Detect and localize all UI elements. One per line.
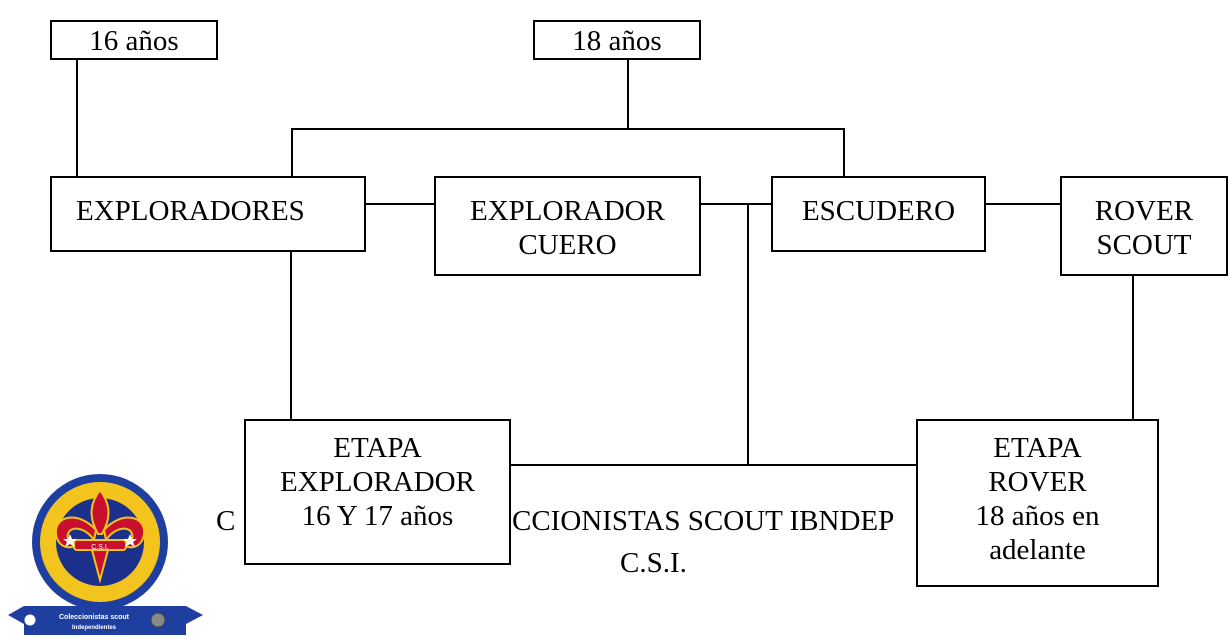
unit-box-exploradores: EXPLORADORES — [50, 176, 366, 252]
connector-18-to-escudero — [843, 128, 845, 177]
stage-rover-name: ROVER — [988, 466, 1087, 498]
stage-rover-ages: 18 años en — [975, 500, 1100, 532]
stage-explorador-ages: 16 Y 17 años — [301, 500, 454, 532]
unit-box-escudero: ESCUDERO — [771, 176, 986, 252]
organization-caption-line2: C.S.I. — [620, 546, 687, 580]
stage-explorador-title: ETAPA — [333, 432, 422, 464]
age-label-18: 18 años — [572, 25, 662, 57]
caption-fragment-left: C — [216, 505, 236, 537]
age-label-16: 16 años — [89, 25, 179, 57]
unit-box-rover-scout: ROVER SCOUT — [1060, 176, 1228, 276]
connector-cuero-escudero — [700, 203, 772, 205]
unit-label-scout: SCOUT — [1096, 229, 1192, 261]
age-box-16: 16 años — [50, 20, 218, 60]
organization-caption-middle: CCIONISTAS SCOUT IBNDEP — [512, 504, 894, 538]
connector-center-vertical — [747, 203, 749, 466]
csi-logo: C.S.I. Coleccionistas scout Independient… — [8, 474, 203, 635]
logo-ribbon — [8, 606, 203, 635]
unit-label-explorador: EXPLORADOR — [470, 195, 665, 227]
connector-16-to-exploradores — [76, 60, 78, 177]
stage-box-rover: ETAPA ROVER 18 años en adelante — [916, 419, 1159, 587]
star-icon — [63, 534, 137, 547]
unit-label-cuero: CUERO — [518, 229, 617, 261]
age-box-18: 18 años — [533, 20, 701, 60]
connector-18-horizontal — [291, 128, 845, 130]
connector-18-vertical — [627, 60, 629, 129]
connector-exploradores-cuero — [365, 203, 435, 205]
organization-caption-line1: C — [216, 504, 235, 538]
unit-label-exploradores: EXPLORADORES — [76, 195, 305, 227]
ribbon-seal-icon — [150, 612, 166, 628]
connector-18-to-exploradores — [291, 128, 293, 177]
unit-label-rover: ROVER — [1094, 195, 1194, 227]
connector-stages-horizontal — [510, 464, 918, 466]
ribbon-text-line1: Coleccionistas scout — [59, 614, 130, 621]
unit-label-escudero: ESCUDERO — [801, 195, 956, 227]
ribbon-scout-badge-icon — [23, 613, 37, 627]
stage-explorador-name: EXPLORADOR — [280, 466, 475, 498]
unit-box-explorador-cuero: EXPLORADOR CUERO — [434, 176, 701, 276]
caption-abbreviation: C.S.I. — [620, 547, 687, 579]
logo-emblem-text: C.S.I. — [91, 544, 109, 551]
connector-rover-to-etapa — [1132, 275, 1134, 420]
stage-box-explorador: ETAPA EXPLORADOR 16 Y 17 años — [244, 419, 511, 565]
connector-exploradores-to-etapa — [290, 251, 292, 420]
caption-fragment-middle: CCIONISTAS SCOUT IBNDEP — [512, 505, 895, 537]
connector-escudero-rover — [985, 203, 1061, 205]
ribbon-text-line2: Independientes — [72, 625, 117, 631]
stage-rover-title: ETAPA — [993, 432, 1082, 464]
stage-rover-ages-suffix: adelante — [989, 534, 1086, 566]
